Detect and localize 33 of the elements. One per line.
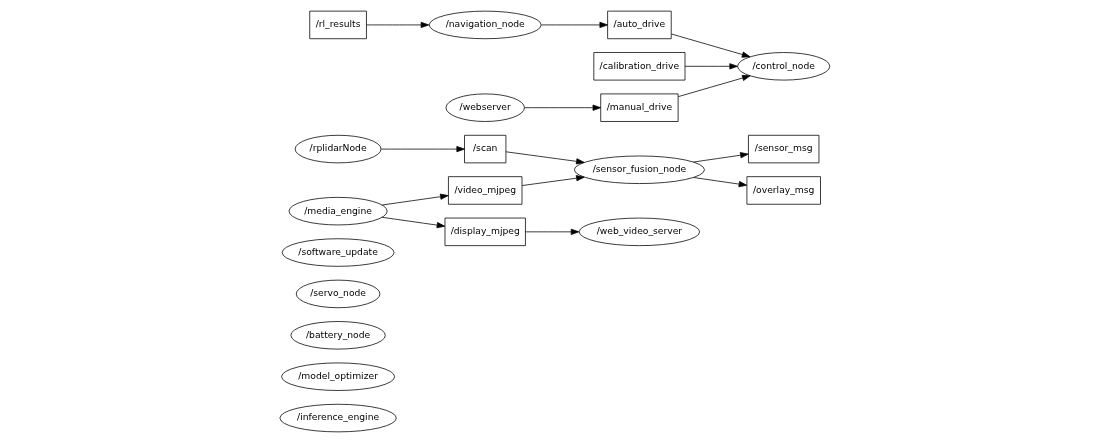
node-box: /display_mjpeg — [444, 217, 526, 247]
arrow — [693, 177, 748, 188]
node-box: /scan — [464, 134, 507, 164]
node-ellipse: /servo_node — [295, 279, 381, 309]
node-box: /auto_drive — [607, 10, 672, 40]
node-ellipse: /inference_engine — [279, 403, 397, 433]
arrow — [678, 75, 751, 97]
arrow — [521, 175, 585, 186]
arrow — [381, 216, 446, 229]
node-box: /sensor_msg — [748, 134, 820, 164]
arrow — [366, 21, 430, 28]
arrow — [693, 152, 749, 163]
arrow — [541, 21, 608, 28]
arrow — [505, 151, 585, 165]
node-ellipse: /battery_node — [290, 321, 386, 350]
node-box: /calibration_drive — [593, 52, 686, 81]
node-ellipse: /model_optimizer — [281, 362, 395, 391]
node-ellipse: /media_engine — [288, 196, 388, 226]
node-box: /overlay_msg — [746, 176, 821, 205]
node-box: /manual_drive — [600, 93, 679, 122]
arrow — [381, 193, 449, 206]
arrow — [525, 228, 580, 235]
node-ellipse: /webserver — [445, 93, 525, 122]
arrow — [671, 33, 751, 58]
arrow — [684, 63, 738, 70]
node-ellipse: /web_video_server — [578, 217, 701, 247]
node-box: /rl_results — [309, 10, 367, 40]
node-ellipse: /navigation_node — [428, 10, 542, 40]
node-ellipse: /software_update — [281, 238, 395, 267]
node-box: /video_mjpeg — [448, 176, 523, 205]
arrow — [380, 146, 465, 153]
arrow — [524, 104, 602, 111]
node-ellipse: /rplidarNode — [294, 134, 382, 164]
